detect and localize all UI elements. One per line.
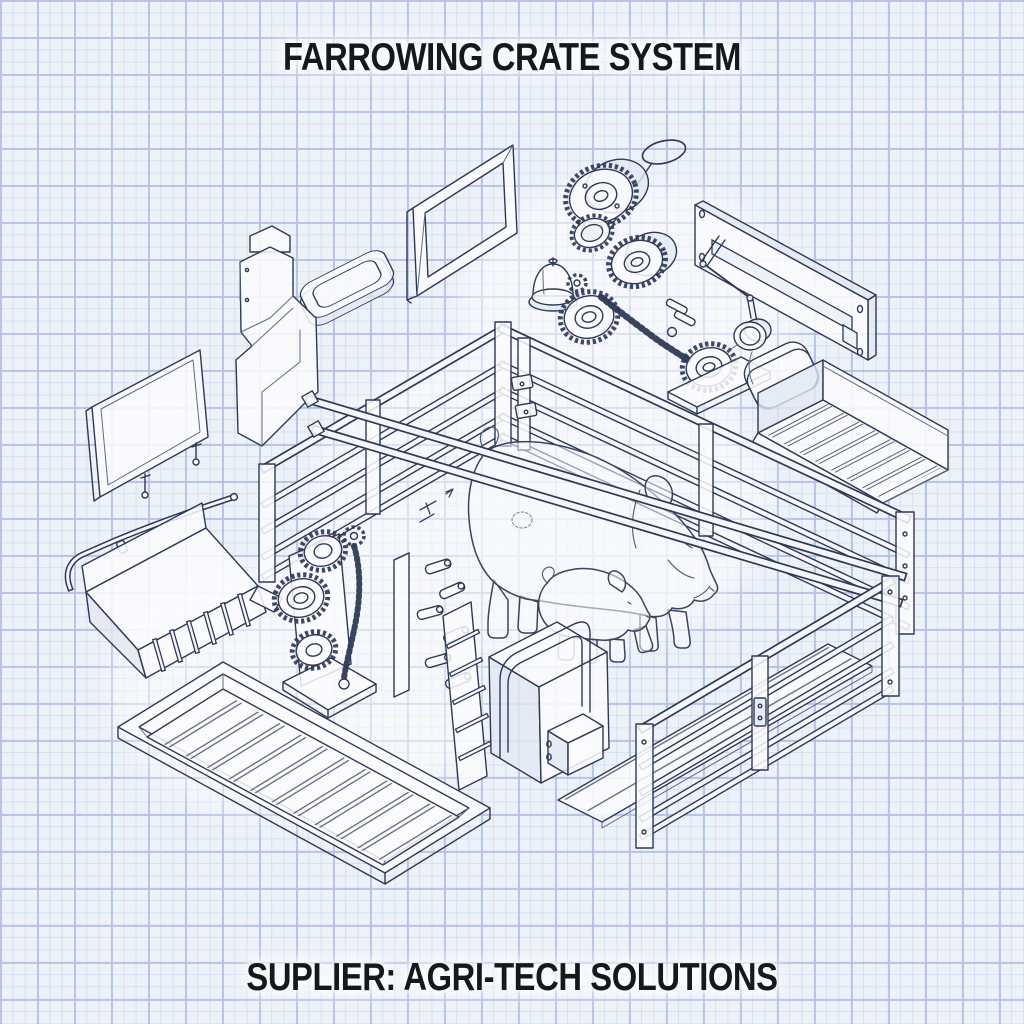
supplier-caption: SUPLIER: AGRI-TECH SOLUTIONS [246,956,778,999]
sow-figure [467,426,719,652]
piglet-figure [537,566,654,664]
overhead-rails [301,390,908,608]
wall-post [365,399,381,515]
chain-drive-unit [271,525,377,719]
pencil-mark [419,488,454,523]
hinge-pin [191,442,202,466]
tension-bracket [699,235,758,323]
gate-frame [406,144,518,304]
corner-latch-hardware [510,373,538,420]
wall-post [698,423,714,537]
hinged-gate-panel [85,349,209,502]
front-fence-panel [635,575,900,849]
feed-trough [81,502,283,679]
diagram-title: FARROWING CRATE SYSTEM [283,36,741,79]
hinge-pin [140,473,151,499]
gear-drum-mid [606,231,678,290]
fence-post [635,723,654,849]
crate-rail-wall-left [258,322,510,583]
slotted-side-panel [694,200,877,361]
trough-bars [151,592,252,673]
bell-cap [528,257,578,312]
creep-step-box [488,621,610,784]
bearing-ring [569,213,615,253]
corner-post [517,337,531,451]
drive-chain [597,293,692,364]
feeder-box [547,713,604,776]
link-pins [665,298,696,338]
corner-post [494,321,512,447]
corner-chute-bracket [235,225,319,447]
cover-panel [299,250,395,326]
fence-post [881,575,900,697]
slatted-floor-tray [117,661,491,885]
adjustment-rack [442,601,493,791]
pulley-roller [727,318,772,352]
fence-latch-plate [753,697,767,727]
gear-drum-top [563,158,650,230]
latch-post [393,552,410,698]
wall-post [258,463,276,583]
